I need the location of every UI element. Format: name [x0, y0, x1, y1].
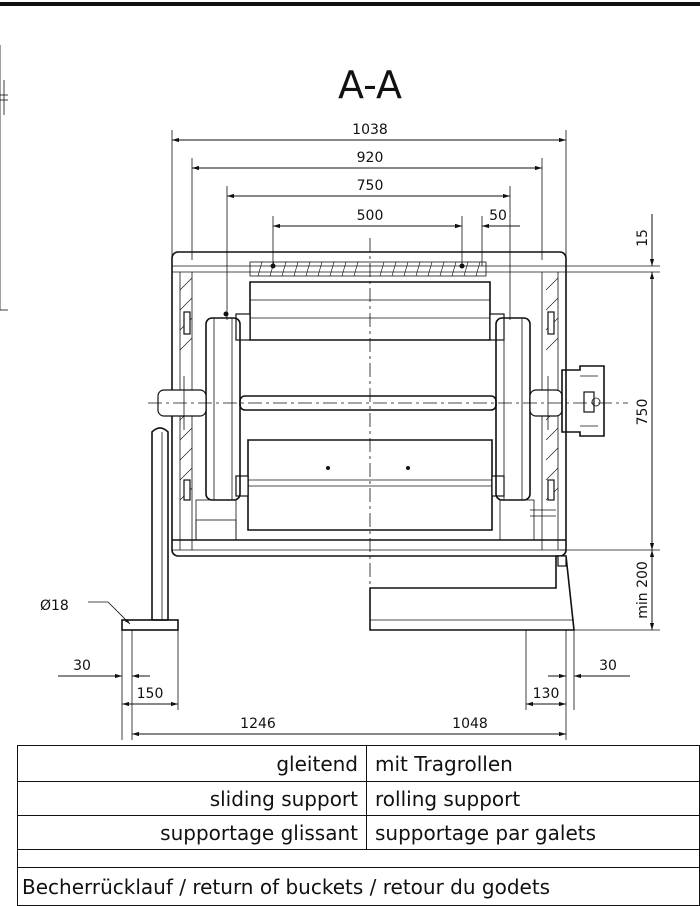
diameter-note: Ø18: [40, 598, 131, 625]
svg-text:130: 130: [533, 686, 560, 702]
dimension-500: 500 50: [272, 208, 520, 266]
svg-text:1048: 1048: [452, 716, 488, 732]
legend-footer: Becherrücklauf / return of buckets / ret…: [17, 867, 700, 906]
dimension-1048: 1048: [370, 630, 575, 740]
dimension-750-horizontal: 750: [226, 178, 511, 320]
dimension-150: 150: [122, 686, 178, 707]
dimension-1038: 1038: [171, 122, 567, 260]
conveyor-housing: [171, 251, 567, 557]
legend-right-fr: supportage par galets: [366, 815, 700, 850]
svg-text:30: 30: [73, 658, 91, 674]
legend-left-de: gleitend: [17, 745, 367, 782]
support-legend-table: gleitend mit Tragrollen sliding support …: [17, 745, 700, 906]
svg-text:15: 15: [635, 229, 651, 247]
dimension-1246: 1246: [132, 716, 370, 737]
svg-text:1038: 1038: [352, 122, 388, 138]
svg-text:50: 50: [489, 208, 507, 224]
svg-text:1246: 1246: [240, 716, 276, 732]
dimension-130: 130: [526, 686, 566, 707]
dimension-15: 15: [566, 214, 660, 273]
top-rail: [249, 261, 487, 277]
svg-text:920: 920: [357, 150, 384, 166]
legend-right-de: mit Tragrollen: [366, 745, 700, 782]
dimension-920: 920: [191, 150, 543, 260]
left-chain-wheel: [195, 311, 241, 541]
svg-text:500: 500: [357, 208, 384, 224]
svg-text:Ø18: Ø18: [40, 598, 69, 614]
svg-text:150: 150: [137, 686, 164, 702]
lower-bucket: [235, 439, 505, 531]
dimension-30-left: 30: [58, 630, 179, 740]
right-support-leg: [369, 555, 575, 631]
left-support-leg: [121, 427, 179, 631]
section-title: A-A: [338, 63, 402, 107]
legend-right-en: rolling support: [366, 781, 700, 816]
svg-text:30: 30: [599, 658, 617, 674]
svg-text:min 200: min 200: [635, 561, 651, 619]
right-bearing: [561, 365, 605, 437]
dimension-750-vertical: 750: [560, 272, 660, 551]
legend-left-fr: supportage glissant: [17, 815, 367, 850]
svg-text:750: 750: [635, 399, 651, 426]
dimension-30-right: 30: [548, 658, 630, 679]
dimension-min-200: min 200: [572, 550, 660, 631]
svg-text:750: 750: [357, 178, 384, 194]
section-drawing: A-A 1038 920 750 500 50 15 750: [0, 2, 700, 740]
legend-spacer: [17, 849, 700, 868]
left-partial-view: [0, 45, 8, 311]
right-chain-wheel: [495, 317, 556, 541]
legend-left-en: sliding support: [17, 781, 367, 816]
